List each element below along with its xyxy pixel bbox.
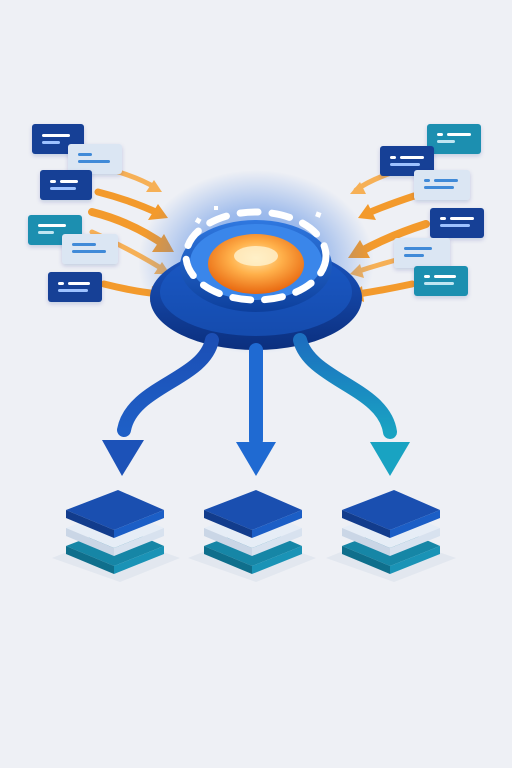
input-cards-right <box>380 124 484 296</box>
message-card-icon <box>62 234 118 264</box>
data-stack-icon <box>326 490 456 582</box>
output-arrow-left <box>102 333 219 476</box>
output-arrow-right <box>293 333 410 476</box>
input-cards-left <box>28 124 122 302</box>
data-stack-icon <box>52 490 180 582</box>
message-card-icon <box>68 144 122 174</box>
message-card-icon <box>414 170 470 200</box>
message-card-icon <box>430 208 484 238</box>
message-card-icon <box>380 146 434 176</box>
message-card-icon <box>414 266 468 296</box>
input-arrow-right-2 <box>358 192 418 220</box>
message-card-icon <box>394 238 450 268</box>
hub-dashed-ring <box>182 208 330 304</box>
output-stacks <box>52 490 456 582</box>
output-arrow-center <box>236 343 276 476</box>
data-stack-icon <box>188 490 316 582</box>
message-card-icon <box>427 124 481 154</box>
message-card-icon <box>40 170 92 200</box>
message-card-icon <box>48 272 102 302</box>
hub-processor-icon <box>138 170 374 354</box>
output-arrows <box>102 333 410 476</box>
